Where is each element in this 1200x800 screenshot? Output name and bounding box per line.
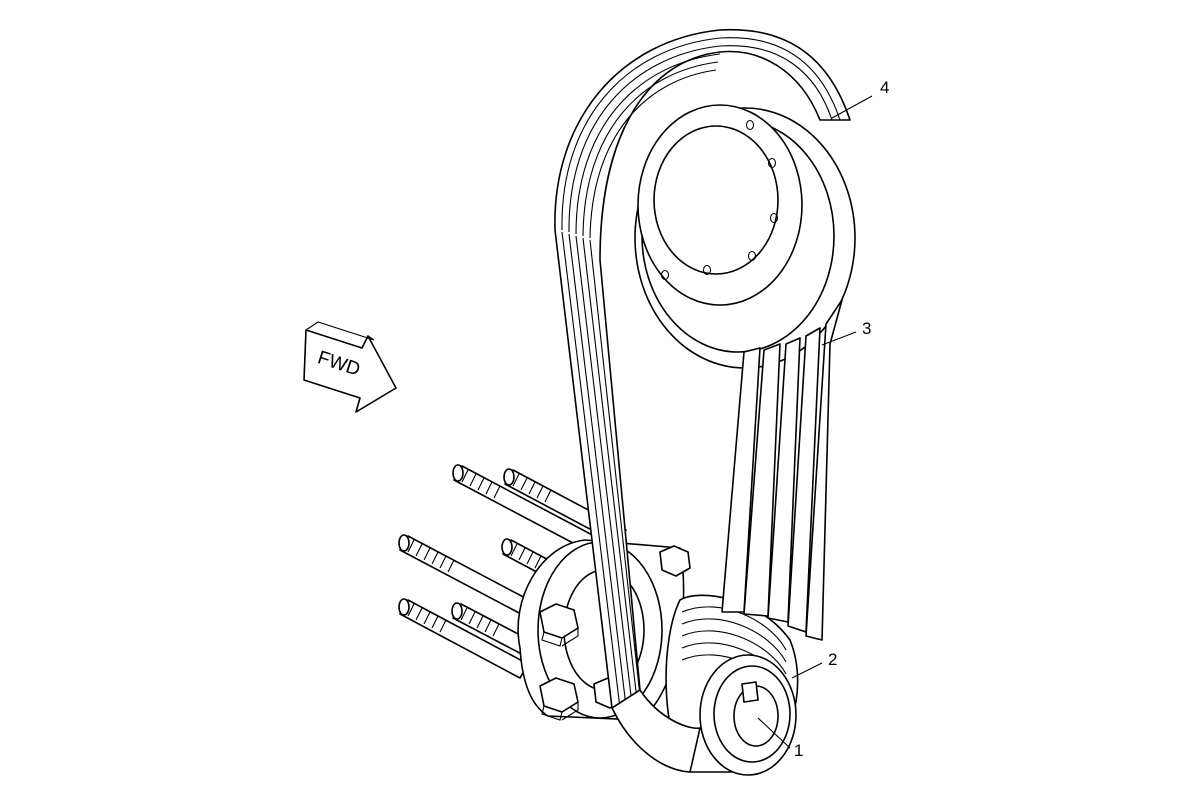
mounting-studs	[398, 464, 627, 679]
callout-4-number: 4	[880, 78, 889, 97]
stud-5	[398, 598, 529, 679]
belt-set	[554, 28, 851, 773]
hex-bolt-upper-right	[659, 545, 691, 577]
pulley-bolt-holes	[660, 119, 779, 281]
callout-3: 3	[821, 319, 871, 346]
callout-1-number: 1	[794, 741, 803, 760]
driven-pulley	[634, 104, 856, 369]
hex-bolt-top	[539, 603, 579, 647]
callout-2-number: 2	[828, 650, 837, 669]
callout-4: 4	[831, 78, 889, 119]
fwd-direction-arrow: FWD	[303, 321, 397, 413]
callout-1: 1	[757, 717, 803, 760]
callout-3-number: 3	[862, 319, 871, 338]
hex-bolt-bottom	[539, 677, 579, 721]
stud-1	[452, 464, 599, 553]
callout-2: 2	[791, 650, 837, 679]
